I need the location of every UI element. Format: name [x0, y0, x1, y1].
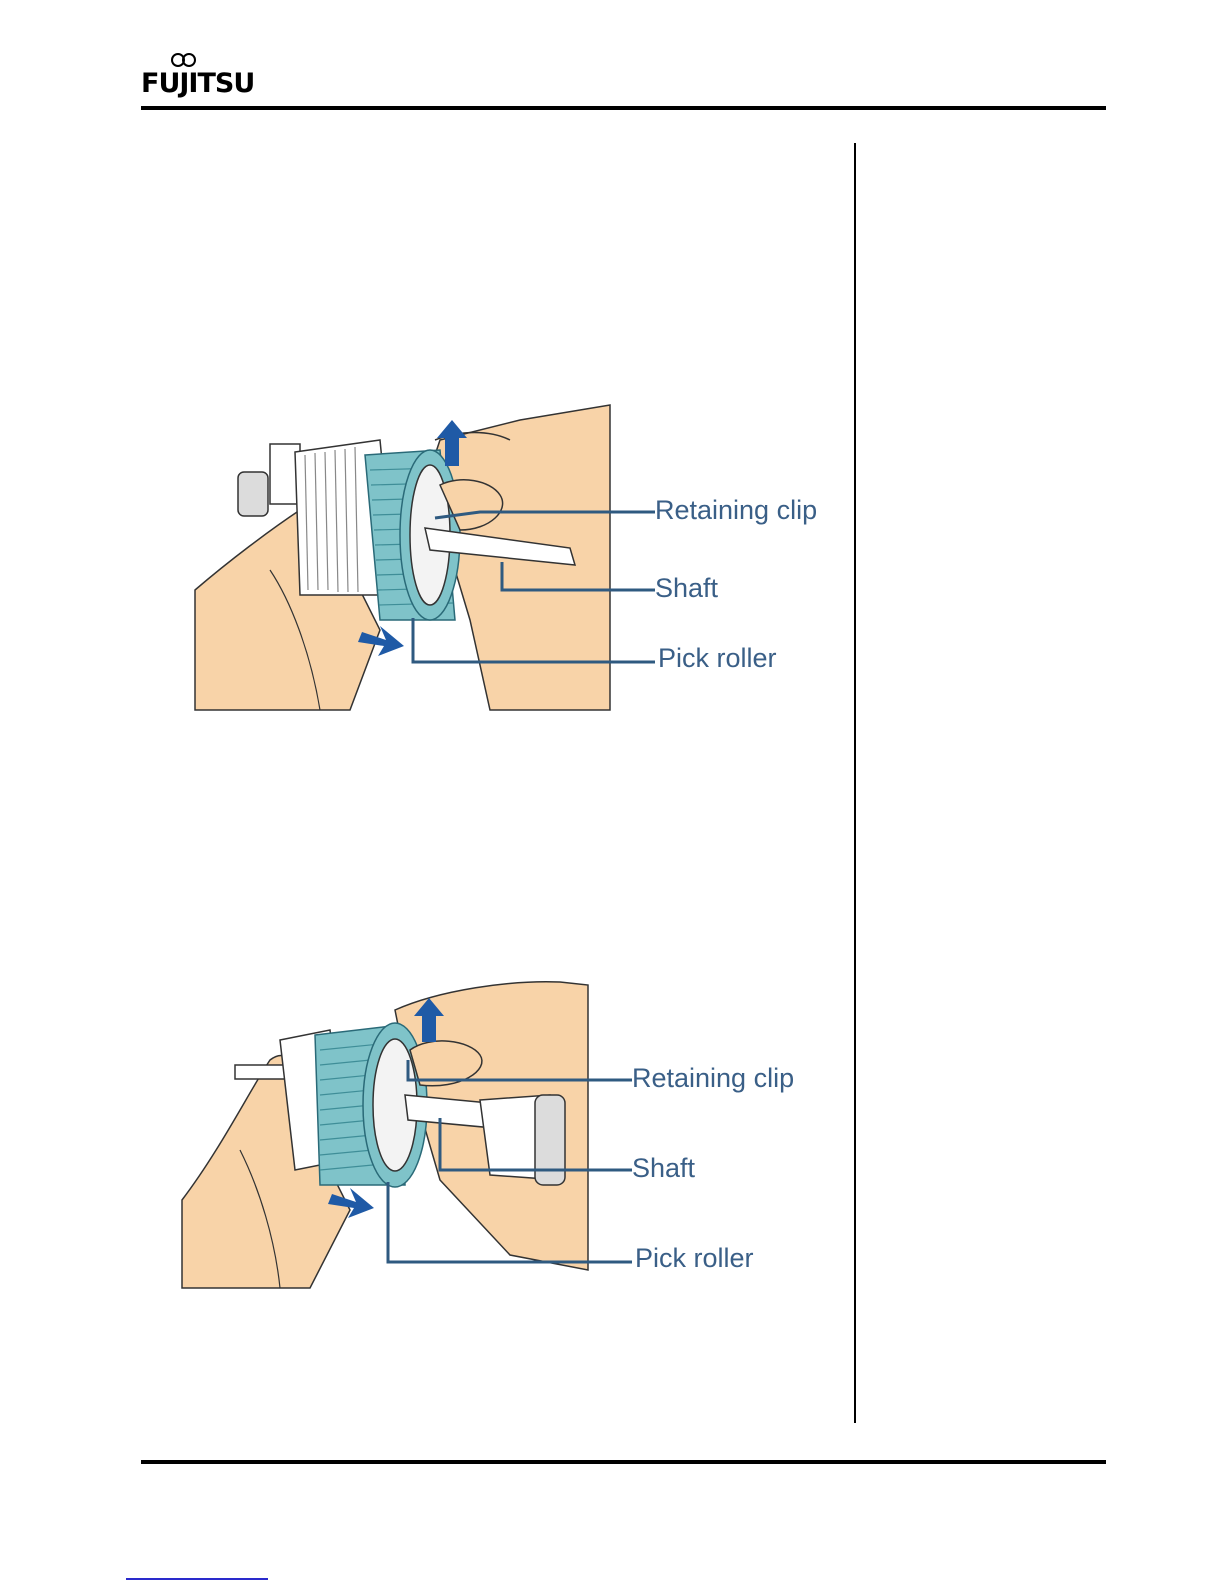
column-divider	[854, 143, 856, 1423]
footer-link-underline[interactable]	[126, 1578, 268, 1580]
retaining-clip-label: Retaining clip	[632, 1063, 794, 1094]
fujitsu-logo: FUJITSU	[141, 50, 251, 100]
shaft-label: Shaft	[632, 1153, 695, 1184]
infinity-mark-icon	[169, 51, 199, 69]
brand-name: FUJITSU	[141, 68, 254, 99]
shaft-label: Shaft	[655, 573, 718, 604]
pick-roller-label: Pick roller	[635, 1243, 754, 1274]
header-rule	[141, 106, 1106, 110]
retaining-clip-label: Retaining clip	[655, 495, 817, 526]
footer-rule	[141, 1460, 1106, 1464]
pick-roller-figure-1: Retaining clip Shaft Pick roller	[190, 400, 830, 720]
pick-roller-illustration-2	[180, 970, 820, 1290]
pick-roller-label: Pick roller	[658, 643, 777, 674]
pick-roller-figure-2: Retaining clip Shaft Pick roller	[180, 970, 820, 1290]
